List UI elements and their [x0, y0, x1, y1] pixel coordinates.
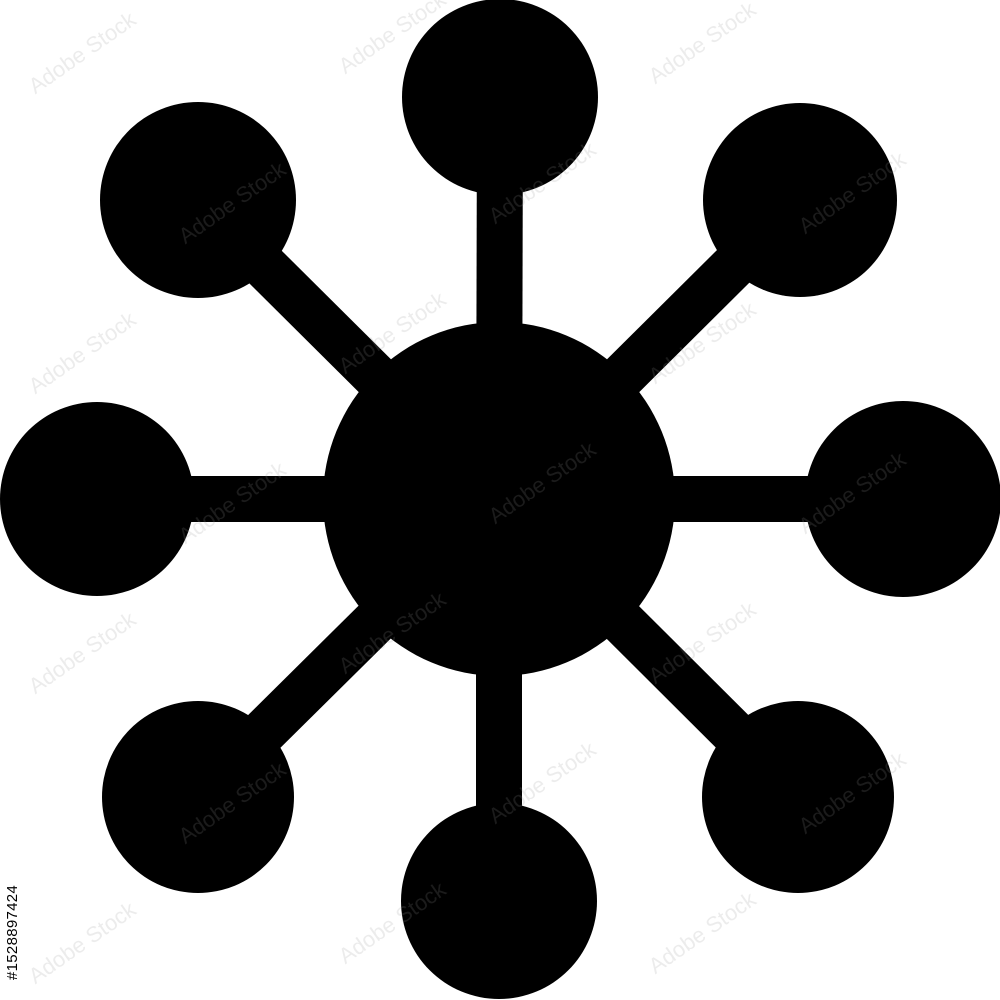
hub-node: [323, 322, 675, 676]
satellite-node-bottom-right: [702, 701, 894, 893]
satellite-node-left: [0, 402, 194, 596]
satellite-node-bottom: [401, 803, 597, 999]
satellite-node-right: [805, 401, 1000, 597]
satellite-node-top-left: [100, 102, 296, 298]
satellite-node-top: [402, 0, 598, 195]
satellite-node-bottom-left: [102, 701, 294, 893]
satellite-node-top-right: [703, 103, 897, 297]
